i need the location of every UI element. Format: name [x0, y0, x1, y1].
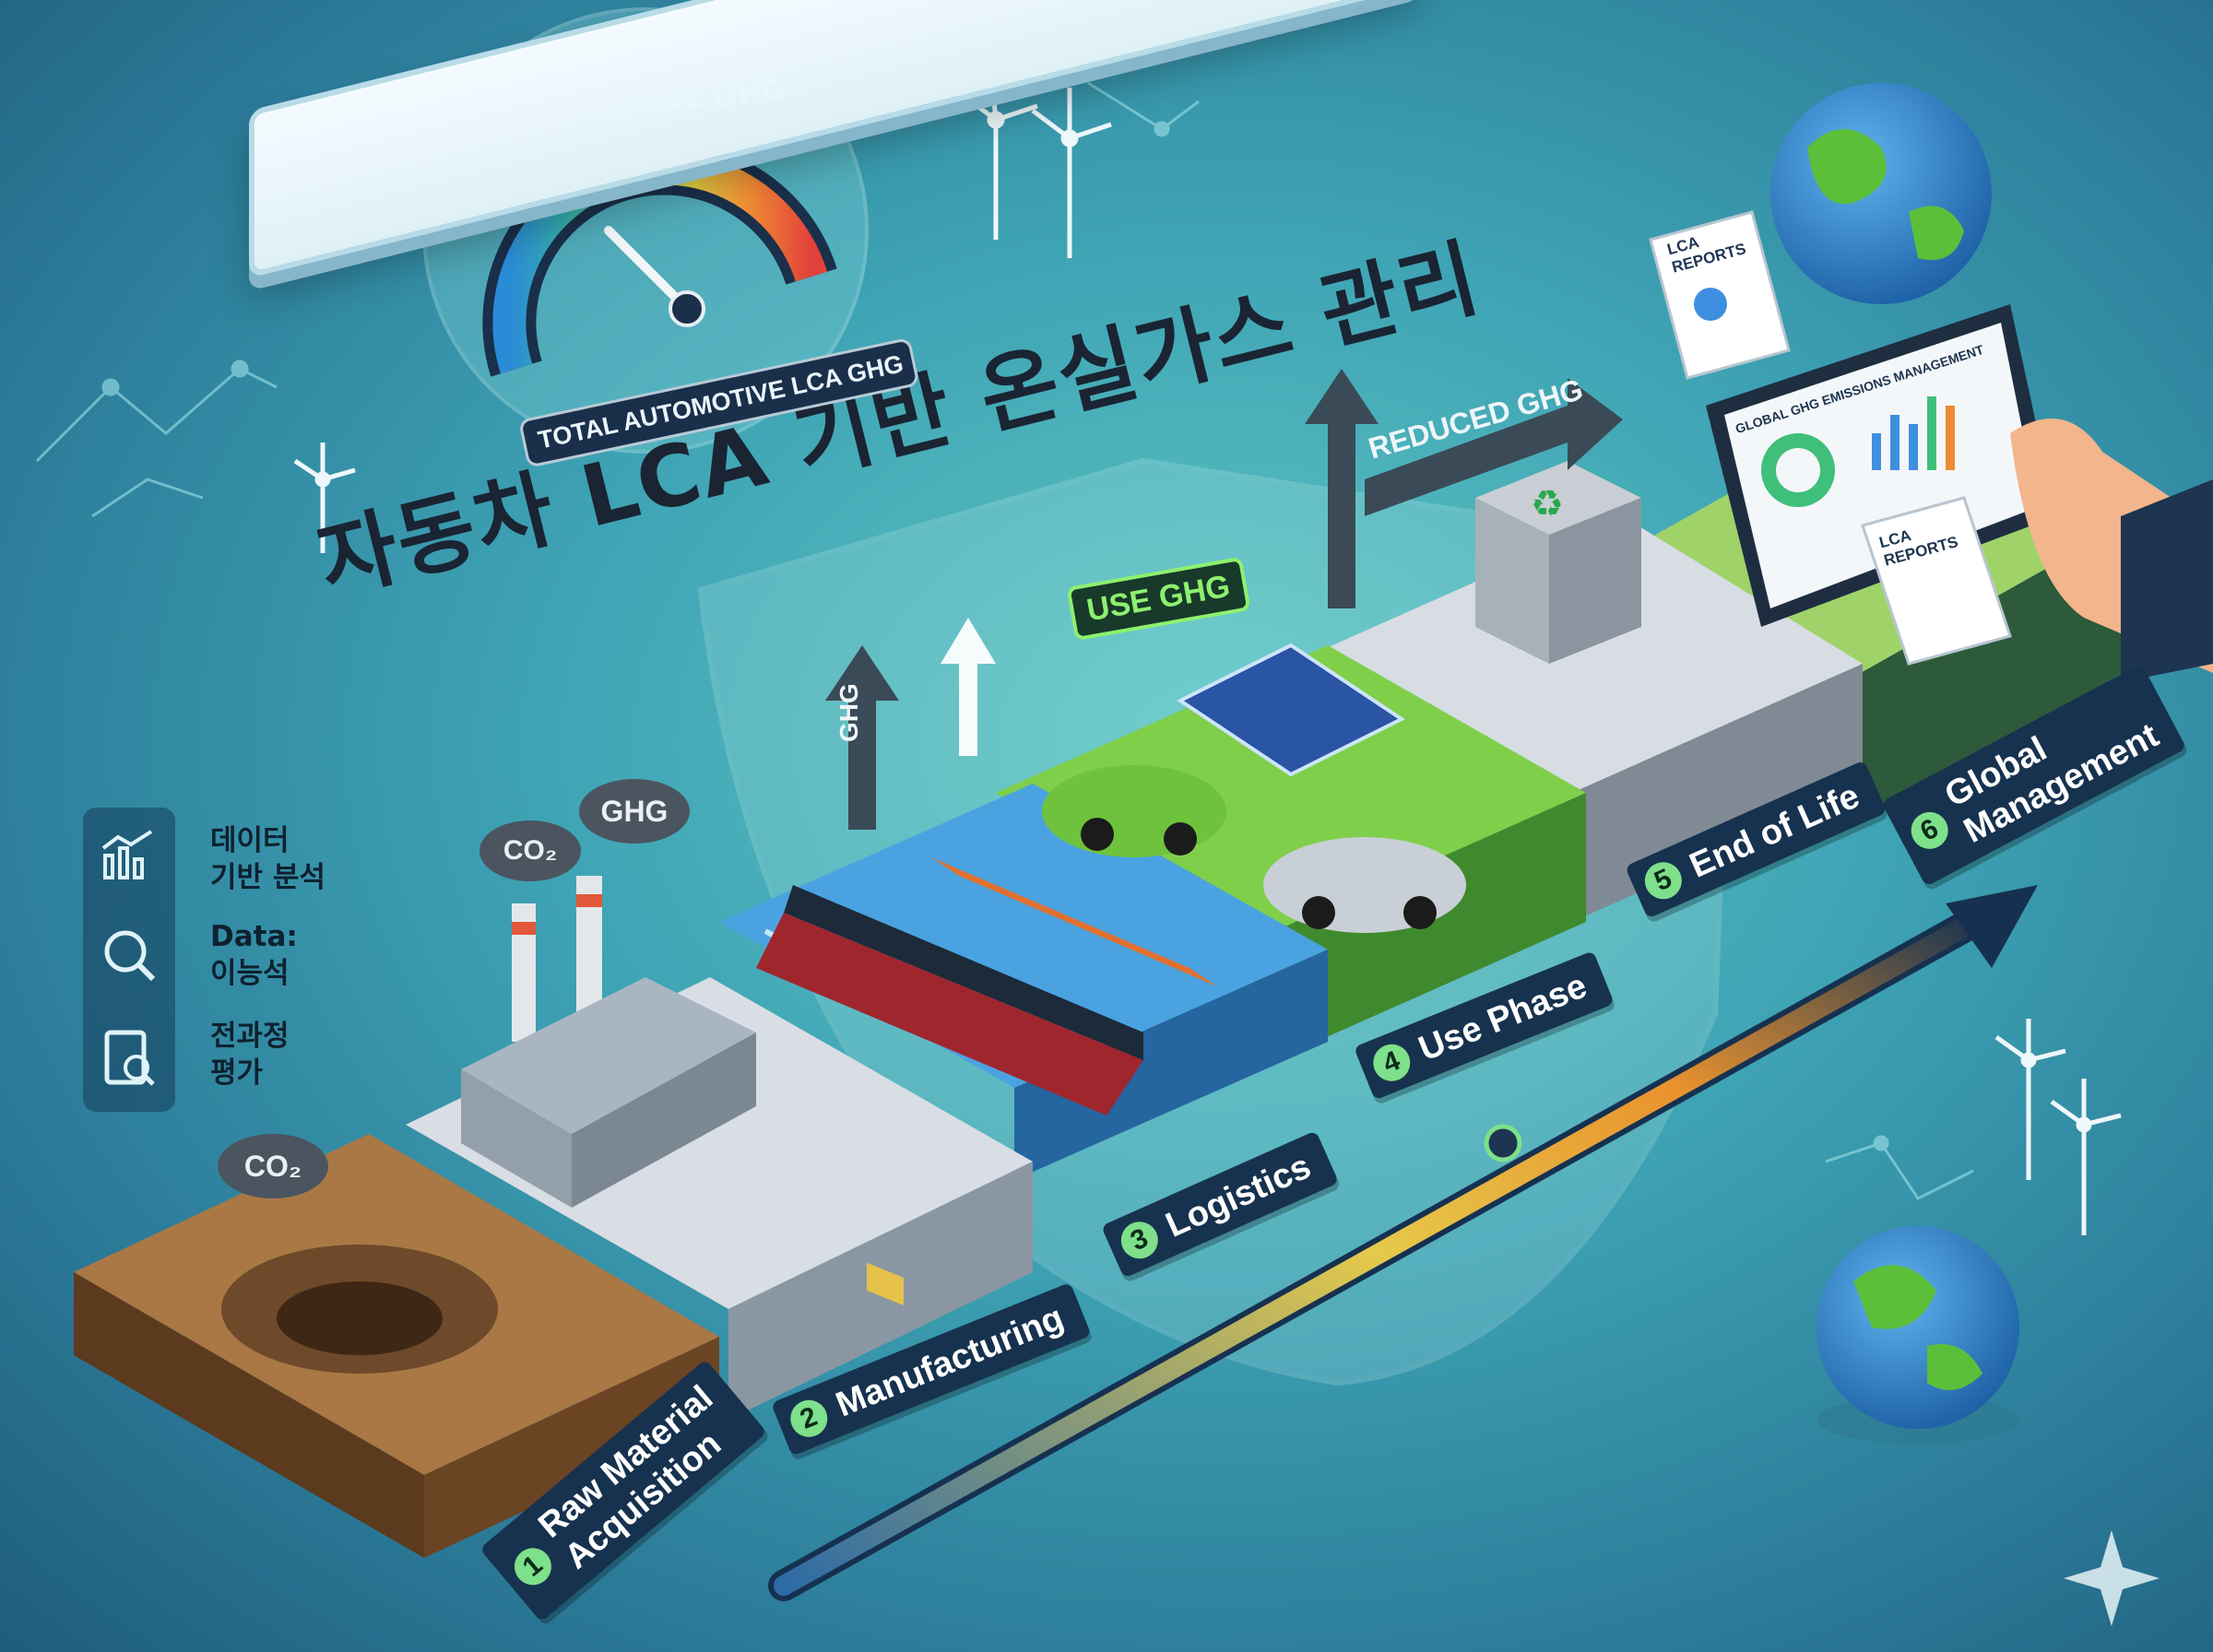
stage-number-3: 3: [1115, 1215, 1165, 1265]
factory-illustration: [461, 876, 756, 1208]
cargo-ship-illustration: [756, 857, 1217, 1305]
recycling-machine-illustration: ♻: [1475, 461, 1641, 664]
stage-number-4: 4: [1367, 1038, 1416, 1087]
co2-cloud-mine: CO₂: [218, 1134, 328, 1198]
network-lines: [35, 81, 1974, 1200]
green-car-illustration: [1042, 765, 1226, 857]
svg-text:♻: ♻: [1531, 483, 1564, 525]
globe-top-illustration: [1770, 83, 1992, 304]
side-item-data-source: Data: 이능석: [210, 920, 298, 990]
platform-raw-material: [74, 1134, 719, 1558]
solar-panel-illustration: [1177, 643, 1405, 777]
reduction-arrows: [941, 618, 996, 756]
stage-number-6: 6: [1904, 805, 1955, 856]
side-item-data-analysis: 데이터 기반 분석: [210, 824, 325, 894]
stage-number-2: 2: [785, 1394, 834, 1443]
clipboard-check-icon: [104, 1030, 155, 1086]
ghg-up-arrows: [825, 369, 1379, 830]
side-panel: [83, 808, 175, 1112]
magnifier-chart-icon: [104, 930, 156, 982]
ghg-cloud-factory: GHG: [579, 779, 690, 844]
reduced-ghg-arrow: [1365, 378, 1623, 516]
stage-number-5: 5: [1639, 856, 1688, 905]
co2-cloud-factory: CO₂: [479, 820, 581, 881]
report-sheet-front: [1861, 496, 2012, 666]
ghg-arrow-label: GHG: [834, 683, 863, 742]
stage-number-1: 1: [506, 1540, 560, 1593]
side-item-lifecycle-assessment: 전과정 평가: [210, 1020, 290, 1090]
report-sheet-top: [1649, 210, 1791, 380]
globe-bottom-illustration: [1817, 1226, 2019, 1444]
silver-car-illustration: [1263, 837, 1466, 933]
progress-arrow: [768, 885, 2038, 1601]
hand-illustration: [2010, 419, 2213, 682]
sparkle-icon: [2064, 1530, 2160, 1626]
bar-chart-icon: [101, 830, 153, 879]
